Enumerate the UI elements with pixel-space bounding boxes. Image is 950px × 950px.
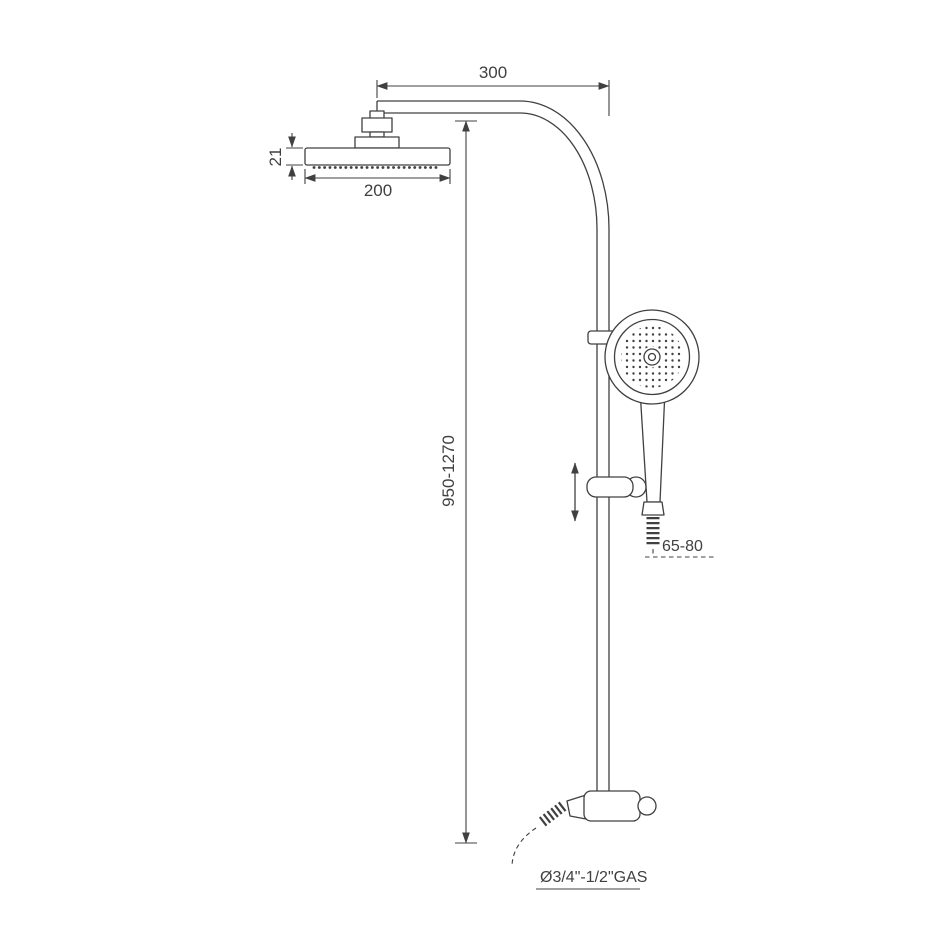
slider-bracket [586, 476, 647, 498]
shower-arm-and-riser-pipe [376, 100, 610, 792]
inlet-knob [637, 796, 657, 816]
hand-shower [604, 309, 700, 546]
inlet-outlet [566, 794, 587, 820]
dim-head-width: 200 [304, 169, 451, 200]
dim-label-column-height: 950-1270 [439, 435, 458, 507]
connector-neck [369, 131, 385, 138]
hose-cone [641, 501, 665, 516]
leader-inlet-connection: Ø3/4"-1/2"GAS [511, 827, 647, 890]
head-body [304, 147, 451, 166]
inlet-body [583, 790, 641, 822]
inlet-hose-spring [537, 801, 567, 828]
dim-label-head-thickness: 21 [266, 148, 285, 167]
rain-shower-head [304, 147, 451, 169]
dim-arm-length: 300 [376, 63, 610, 116]
dim-label-arm-length: 300 [479, 63, 507, 82]
bracket-body [586, 476, 634, 498]
leader-hose-range: 65-80 [645, 538, 716, 558]
pipe-inner-edge [377, 112, 598, 792]
dim-label-head-width: 200 [364, 181, 392, 200]
leader-curve [511, 827, 537, 868]
face-center-inner [647, 352, 657, 362]
hand-shower-face-ring [613, 318, 691, 396]
water-inlet-fitting [537, 790, 657, 828]
connector-flange [354, 136, 400, 149]
connector-nut [361, 117, 393, 133]
dim-head-thickness: 21 [266, 133, 303, 180]
label-inlet-connection: Ø3/4"-1/2"GAS [540, 869, 647, 886]
label-hose-range: 65-80 [662, 538, 703, 555]
dim-column-height: 950-1270 [439, 120, 477, 844]
pipe-outer-edge [377, 100, 610, 792]
head-connector [354, 110, 400, 149]
face-center-outer [643, 348, 661, 366]
